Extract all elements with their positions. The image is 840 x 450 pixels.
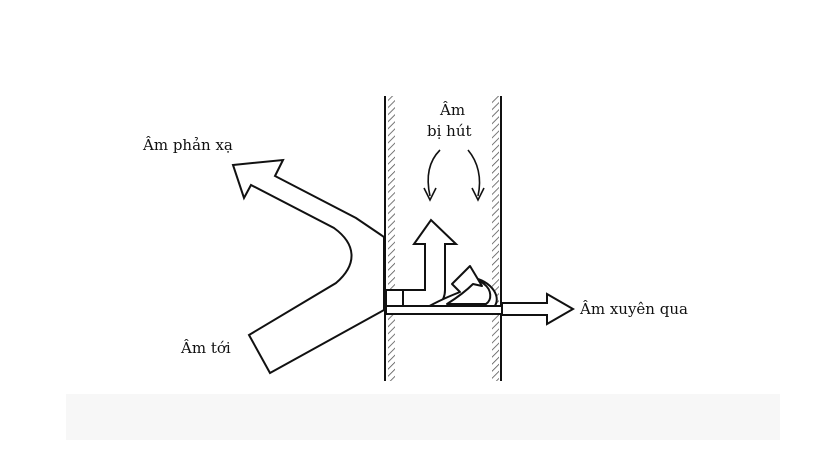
absorbed-pointer-left (427, 149, 441, 197)
absorbed-pointer-right (467, 149, 481, 197)
wall-right-hatch (492, 96, 499, 381)
label-absorbed-line1: Âm (440, 101, 466, 119)
label-transmitted: Âm xuyên qua (580, 300, 688, 318)
transmitted-stem (385, 305, 503, 315)
absorbed-pointer-right-head (471, 187, 485, 202)
transmitted-arrow (501, 292, 576, 326)
label-absorbed-line2: bị hút (427, 122, 472, 140)
absorbed-pointer-left-head (423, 187, 437, 202)
absorbed-curl-arrow (421, 265, 498, 311)
label-incident: Âm tới (181, 339, 231, 357)
incident-reflected-arrow (231, 158, 385, 375)
label-reflected: Âm phản xạ (143, 136, 233, 154)
wall-left-hatch (388, 96, 395, 381)
bottom-band (66, 394, 780, 440)
